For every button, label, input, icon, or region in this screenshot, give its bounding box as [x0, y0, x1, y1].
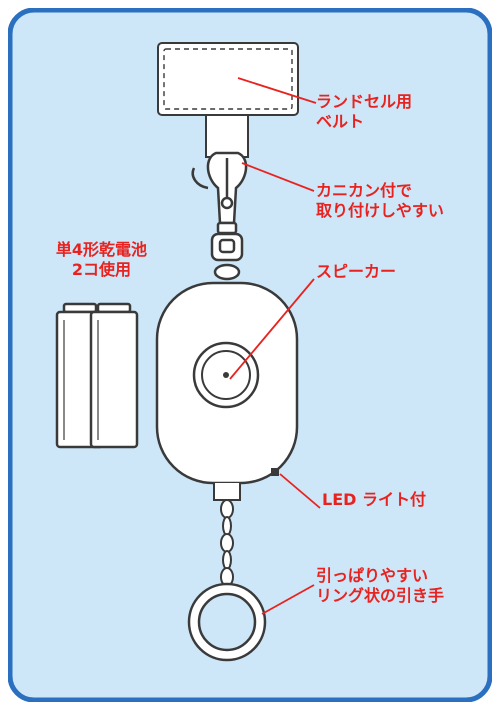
label-battery: 単4形乾電池 2コ使用: [55, 240, 148, 279]
aaa-batteries: [55, 302, 139, 449]
label-belt: ランドセル用 ベルト: [316, 92, 413, 131]
label-speaker: スピーカー: [316, 262, 397, 281]
chain: [220, 499, 234, 587]
leader-lines: [229, 77, 321, 615]
alarm-body: [155, 281, 299, 485]
swivel: [210, 232, 244, 281]
label-hook: カニカン付で 取り付けしやすい: [316, 181, 444, 220]
randoseru-belt: [157, 42, 299, 158]
label-ring: 引っぱりやすい リング状の引き手: [316, 566, 445, 605]
speaker-dot: [223, 372, 229, 378]
label-led: LED ライト付: [322, 490, 426, 509]
product-diagram: [8, 8, 492, 702]
led-light: [271, 468, 279, 476]
kanikan-hook: [191, 151, 248, 235]
pull-ring: [187, 582, 267, 662]
